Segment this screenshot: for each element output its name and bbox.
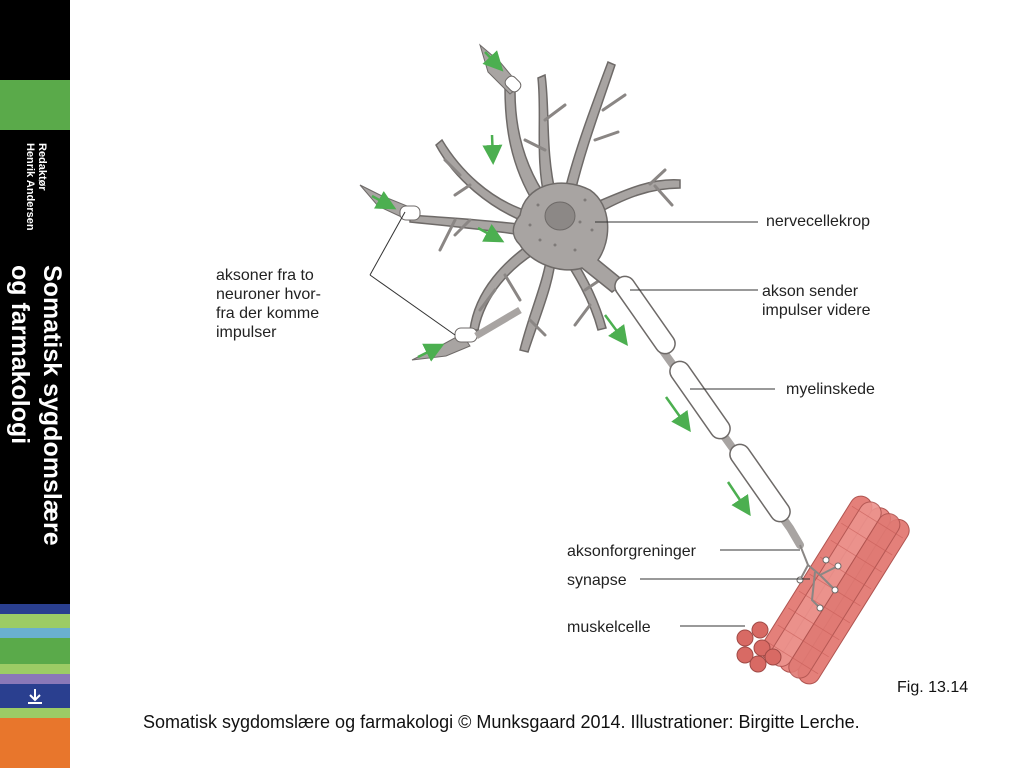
impulse-arrows xyxy=(371,50,751,517)
label-axon-sends-line: akson sender xyxy=(762,283,859,300)
impulse-arrow-icon xyxy=(726,481,751,517)
spine-stripe xyxy=(0,628,70,638)
leader-lines xyxy=(369,211,810,627)
impulse-arrow-icon xyxy=(477,224,505,243)
label-axons-from-line: fra der komme xyxy=(216,305,320,322)
impulse-arrow-icon xyxy=(371,191,397,210)
spine-stripe xyxy=(0,604,70,614)
figure-number: Fig. 13.14 xyxy=(897,679,969,696)
spine-stripe xyxy=(0,664,70,674)
label-muscle-cell: muskelcelle xyxy=(567,619,651,636)
muscle-fiber-ends xyxy=(736,621,782,673)
incoming-axon-left xyxy=(359,184,421,221)
spine-green-band xyxy=(0,80,70,130)
label-synapse: synapse xyxy=(567,572,627,589)
label-axons-from-line: neuroner hvor- xyxy=(216,286,321,303)
label-axon-sends: akson sender impulser videre xyxy=(762,282,870,320)
label-myelin: myelinskede xyxy=(786,381,875,398)
nucleus xyxy=(544,201,576,231)
label-cell-body: nervecellekrop xyxy=(766,213,871,230)
cell-granules xyxy=(528,198,594,252)
spine-publisher-band xyxy=(0,684,70,708)
spine-orange-band xyxy=(0,718,70,768)
impulse-arrow-icon xyxy=(603,314,628,347)
spine-stripe xyxy=(0,708,70,718)
spine-stripe xyxy=(0,614,70,628)
label-axons-from-line: impulser xyxy=(216,324,277,341)
muscle-bundle xyxy=(736,495,910,685)
credit-line: Somatisk sygdomslære og farmakologi © Mu… xyxy=(143,712,860,732)
fine-dendrite-branches xyxy=(438,93,674,337)
impulse-arrow-icon xyxy=(664,396,691,433)
impulse-arrow-icon xyxy=(417,343,445,362)
cell-body xyxy=(512,182,627,293)
axon xyxy=(608,276,804,549)
impulse-arrow-icon xyxy=(482,134,503,165)
label-axons-from: aksoner fra to neuroner hvor- fra der ko… xyxy=(216,266,321,342)
spine-stripe xyxy=(0,638,70,664)
label-axon-sends-line: impulser videre xyxy=(762,302,871,319)
spine-stripe xyxy=(0,674,70,684)
myelin-sheath xyxy=(614,275,791,523)
book-spine: Redaktør Henrik Andersen Somatisk sygdom… xyxy=(0,0,70,768)
impulse-arrow-icon xyxy=(482,50,504,72)
label-axons-from-line: aksoner fra to xyxy=(216,267,314,284)
publisher-logo-icon xyxy=(28,689,42,704)
label-axon-branches: aksonforgreninger xyxy=(567,543,696,560)
